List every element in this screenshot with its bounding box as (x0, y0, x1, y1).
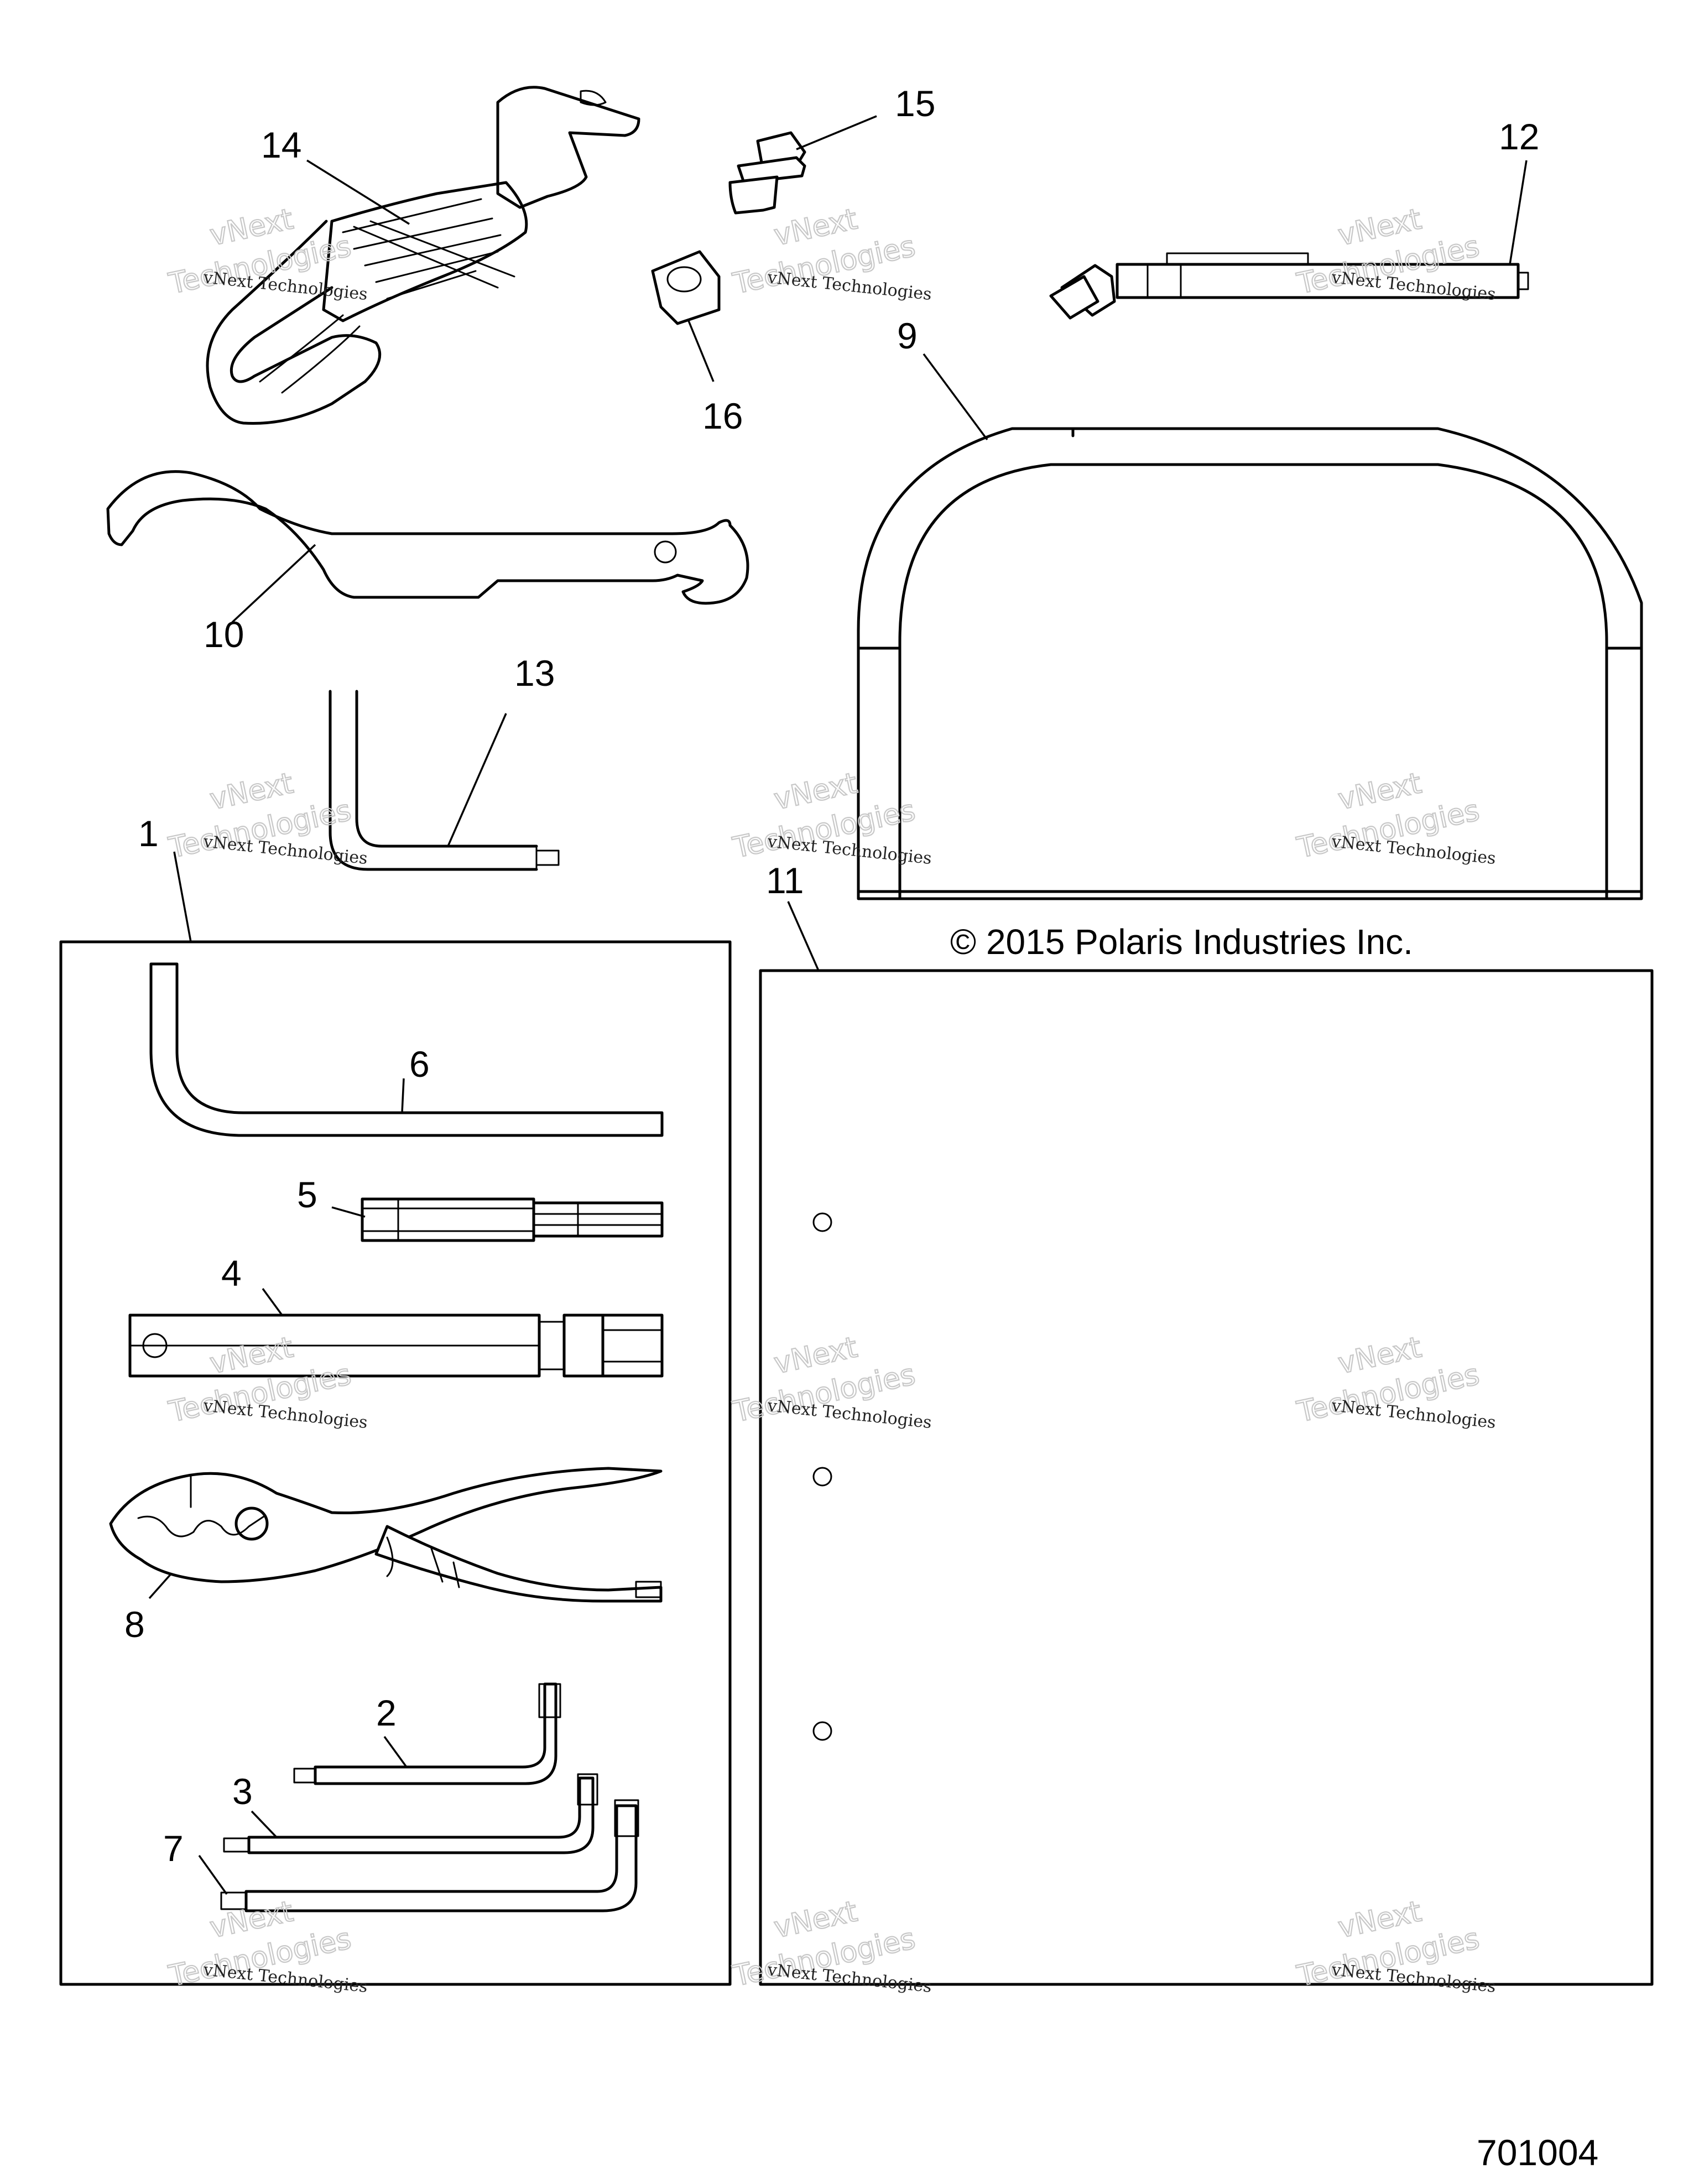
callout-6: 6 (409, 1044, 430, 1085)
callout-1: 1 (138, 813, 159, 854)
hex-key-large (329, 690, 560, 871)
torx-key-large (220, 1799, 639, 1912)
callout-12: 12 (1499, 116, 1539, 157)
drawing-number: 701004 (1477, 2132, 1598, 2173)
socket-extension (361, 1197, 664, 1242)
callout-13: 13 (514, 653, 555, 694)
spanner-wrench (106, 470, 749, 605)
bolt (728, 131, 806, 215)
callout-7: 7 (163, 1828, 184, 1869)
watermark: vNext Technologies vNext Technologies (1294, 766, 1497, 868)
watermark: vNext Technologies vNext Technologies (1294, 1894, 1497, 1997)
callout-10: 10 (204, 614, 244, 655)
callout-3: 3 (232, 1771, 253, 1812)
flange-nut (651, 250, 721, 325)
callout-8: 8 (124, 1604, 145, 1645)
spark-plug-socket (128, 1313, 664, 1378)
tool-kit-box (59, 940, 732, 1986)
tool-pouch (857, 427, 1643, 900)
callout-5: 5 (297, 1174, 317, 1215)
callout-2: 2 (376, 1692, 397, 1733)
driver-tool (1049, 252, 1529, 320)
callout-14: 14 (261, 124, 301, 165)
callout-16: 16 (702, 395, 743, 436)
watermark: vNext Technologies vNext Technologies (729, 202, 932, 304)
leader-lines (148, 115, 1528, 1895)
callout-labels: 1 2 3 4 5 6 7 8 9 10 11 12 13 14 15 16 (124, 83, 1539, 1869)
torx-key-small (293, 1682, 561, 1785)
pliers (109, 1467, 663, 1603)
manual-document (759, 969, 1654, 1986)
watermark: vNext Technologies vNext Technologies (1294, 1330, 1497, 1432)
strap-buckle (206, 86, 640, 425)
watermark: vNext Technologies vNext Technologies (729, 766, 932, 868)
callout-15: 15 (895, 83, 935, 124)
copyright-notice: © 2015 Polaris Industries Inc. (950, 922, 1413, 962)
callout-11: 11 (766, 860, 804, 901)
watermark: vNext Technologies vNext Technologies (1294, 202, 1497, 304)
callout-4: 4 (221, 1253, 242, 1294)
watermark: vNext Technologies vNext Technologies (165, 766, 368, 868)
callout-9: 9 (897, 315, 918, 356)
hex-wrench (149, 962, 664, 1137)
watermark: vNext Technologies vNext Technologies (165, 202, 368, 304)
torx-key-medium (223, 1773, 598, 1854)
